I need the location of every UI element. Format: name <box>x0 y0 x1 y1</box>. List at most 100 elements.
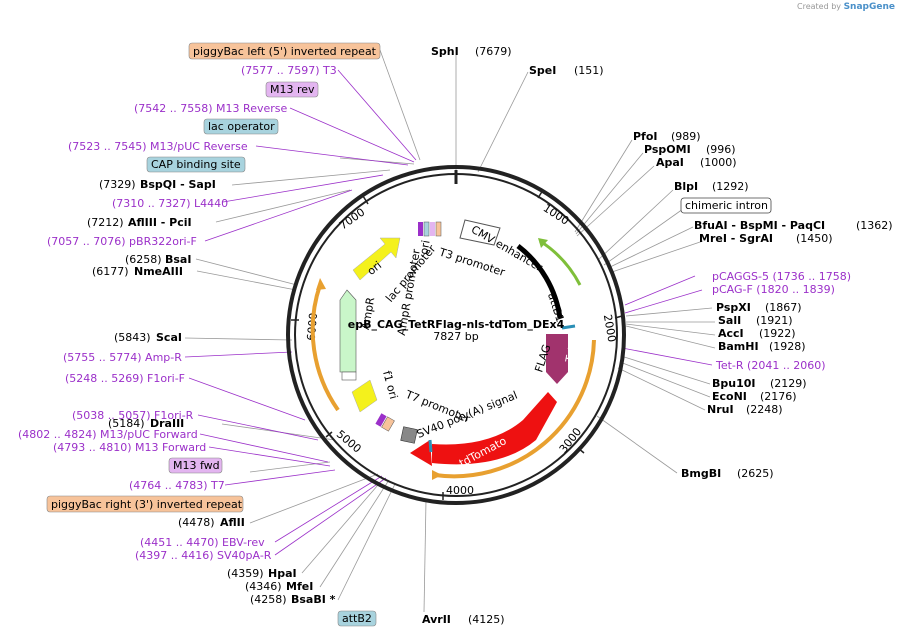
site-pspxi-pos: (1867) <box>765 301 802 314</box>
site-scai-pos: (5843) <box>114 331 151 344</box>
site-pfoi-pos: (989) <box>671 130 701 143</box>
site-nrui-name[interactable]: NruI <box>707 403 734 416</box>
snapgene-credit: Created by SnapGene <box>797 2 895 12</box>
ori-arrow[interactable] <box>352 237 401 281</box>
primer-t7[interactable]: (4764 .. 4783) T7 <box>129 479 225 492</box>
site-blpi-name[interactable]: BlpI <box>674 180 698 193</box>
ampr-label: AmpR <box>359 296 378 331</box>
site-sphi-name[interactable]: SphI <box>431 45 459 58</box>
site-nmeaiii-name[interactable]: NmeAIII <box>134 265 183 278</box>
m13-marker <box>375 413 387 427</box>
box-piggybac-right[interactable]: piggyBac right (3') inverted repeat <box>51 498 243 511</box>
site-bsabi-name[interactable]: BsaBI * <box>291 593 336 606</box>
box-m13-fwd[interactable]: M13 fwd <box>173 459 220 472</box>
t3-promoter-label: T3 promoter <box>437 245 507 279</box>
primer-f1ori-f[interactable]: (5248 .. 5269) F1ori-F <box>65 372 185 385</box>
tick-4000: 4000 <box>446 484 474 497</box>
site-pspxi-name[interactable]: PspXI <box>716 301 751 314</box>
site-scai-name[interactable]: ScaI <box>156 331 182 344</box>
site-afliii-name[interactable]: AflIII - PciI <box>128 216 192 229</box>
piggybac-left-marker <box>435 221 442 237</box>
site-bpu10i-pos: (2129) <box>770 377 807 390</box>
primer-pcag-f[interactable]: pCAG-F (1820 .. 1839) <box>712 283 835 296</box>
box-attb2[interactable]: attB2 <box>342 612 372 625</box>
tdtomato-head <box>410 440 432 466</box>
cag-promoter-box <box>459 219 501 246</box>
primer-pbr322ori-f[interactable]: (7057 .. 7076) pBR322ori-F <box>47 235 197 248</box>
tdtomato-arrow[interactable] <box>432 392 557 465</box>
tick-1000: 1000 <box>541 202 572 228</box>
ampr-arrow[interactable] <box>339 289 357 373</box>
f1-ori-label: f1 ori <box>380 369 400 400</box>
site-mfei-pos: (4346) <box>245 580 282 593</box>
site-sphi-pos: (7679) <box>475 45 512 58</box>
primer-m13-forward[interactable]: (4793 .. 4810) M13 Forward <box>53 441 206 454</box>
site-bsai-name[interactable]: BsaI <box>165 253 191 266</box>
primer-sv40pa-r[interactable]: (4397 .. 4416) SV40pA-R <box>135 549 272 562</box>
site-aflii-name[interactable]: AflII <box>220 516 245 529</box>
tetr-label: TetR <box>563 337 580 364</box>
site-econi-pos: (2176) <box>760 390 797 403</box>
site-blpi-pos: (1292) <box>712 180 749 193</box>
site-bmgbi-name[interactable]: BmgBI <box>681 467 721 480</box>
site-aflii-pos: (4478) <box>178 516 215 529</box>
site-pspomi-name[interactable]: PspOMI <box>644 143 691 156</box>
tetr-arrow[interactable] <box>546 334 568 384</box>
primer-m13-reverse[interactable]: (7542 .. 7558) M13 Reverse <box>134 102 287 115</box>
lacop-marker <box>423 221 430 237</box>
site-pfoi-name[interactable]: PfoI <box>633 130 658 143</box>
site-spei-name[interactable]: SpeI <box>529 64 556 77</box>
site-bamhi-name[interactable]: BamHI <box>718 340 759 353</box>
site-mrei-name[interactable]: MreI - SgrAI <box>699 232 773 245</box>
box-lac-operator[interactable]: lac operator <box>208 120 275 133</box>
plasmid-length: 7827 bp <box>433 330 478 343</box>
attb2-marker <box>428 439 433 453</box>
primer-tet-r[interactable]: Tet-R (2041 .. 2060) <box>715 359 826 372</box>
box-cap-site[interactable]: CAP binding site <box>151 158 241 171</box>
site-avrii-name[interactable]: AvrII <box>422 613 451 626</box>
site-bspqi-name[interactable]: BspQI - SapI <box>140 178 216 191</box>
site-mrei-pos: (1450) <box>796 232 833 245</box>
box-chimeric-intron[interactable]: chimeric intron <box>685 199 768 212</box>
tick-5000: 5000 <box>334 428 364 456</box>
site-bfuai-name[interactable]: BfuAI - BspMI - PaqCI <box>694 219 825 232</box>
tick-2000: 2000 <box>601 313 619 343</box>
orange-arc-left <box>310 284 340 412</box>
backbone-outer <box>286 165 626 505</box>
sv40-box <box>400 426 418 444</box>
primer-f1ori-r[interactable]: (5038 .. 5057) F1ori-R <box>72 409 194 422</box>
site-sali-name[interactable]: SalI <box>718 314 741 327</box>
site-apai-name[interactable]: ApaI <box>656 156 684 169</box>
site-bmgbi-pos: (2625) <box>737 467 774 480</box>
site-spei-pos: (151) <box>574 64 604 77</box>
f1-ori-arrow <box>351 379 378 413</box>
orange-arc-right <box>434 339 596 479</box>
t3-marker <box>418 222 423 236</box>
primer-pcaggs5[interactable]: pCAGGS-5 (1736 .. 1758) <box>712 270 851 283</box>
attb1-marker <box>561 324 576 330</box>
primer-ebv-rev[interactable]: (4451 .. 4470) EBV-rev <box>140 536 265 549</box>
site-econi-name[interactable]: EcoNI <box>712 390 747 403</box>
m13rev-marker <box>430 222 435 236</box>
plasmid-name: epB_CAG_TetRFlag-nls-tdTom_DEx4 <box>348 318 565 331</box>
orange-arc-head <box>432 470 442 480</box>
boxed-feature-labels: piggyBac left (5') inverted repeat M13 r… <box>46 42 772 627</box>
site-hpai-pos: (4359) <box>227 567 264 580</box>
primer-amp-r[interactable]: (5755 .. 5774) Amp-R <box>63 351 182 364</box>
leader-lines <box>184 49 716 613</box>
primer-m13puc-reverse[interactable]: (7523 .. 7545) M13/pUC Reverse <box>68 140 248 153</box>
site-nrui-pos: (2248) <box>746 403 783 416</box>
site-acci-name[interactable]: AccI <box>718 327 744 340</box>
site-acci-pos: (1922) <box>759 327 796 340</box>
site-hpai-name[interactable]: HpaI <box>268 567 297 580</box>
site-draiii-name[interactable]: DraIII <box>150 417 184 430</box>
primer-t3[interactable]: (7577 .. 7597) T3 <box>241 64 337 77</box>
box-m13-rev[interactable]: M13 rev <box>270 83 315 96</box>
primer-l4440[interactable]: (7310 .. 7327) L4440 <box>112 197 228 210</box>
primer-m13puc-forward[interactable]: (4802 .. 4824) M13/pUC Forward <box>18 428 198 441</box>
site-bpu10i-name[interactable]: Bpu10I <box>712 377 756 390</box>
scale-ticks <box>291 189 623 500</box>
snapgene-logo: SnapGene <box>843 2 895 12</box>
site-mfei-name[interactable]: MfeI <box>286 580 313 593</box>
box-piggybac-left[interactable]: piggyBac left (5') inverted repeat <box>193 45 377 58</box>
